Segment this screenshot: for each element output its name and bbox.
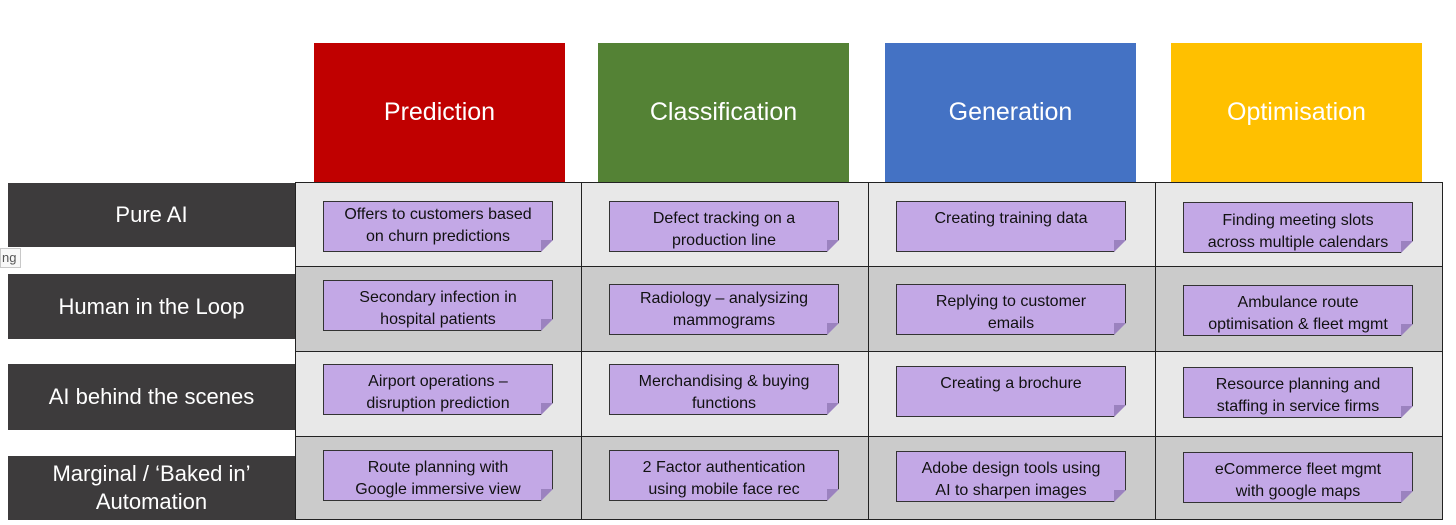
note-line: optimisation & fleet mgmt (1208, 316, 1388, 333)
note-fold (541, 403, 553, 415)
note-line: staffing in service firms (1216, 398, 1380, 415)
row-header-human-in-the-loop: Human in the Loop (8, 274, 295, 339)
note-line: Finding meeting slots (1222, 212, 1374, 229)
note-line: with google maps (1235, 483, 1361, 500)
note-line: Creating training data (934, 210, 1088, 227)
use-case-note: Offers to customers based on churn predi… (323, 201, 553, 252)
note-line: disruption prediction (366, 395, 510, 412)
use-case-note: Creating a brochure (896, 366, 1126, 417)
note-line: using mobile face rec (648, 481, 800, 498)
note-line: Creating a brochure (940, 375, 1082, 392)
note-line: eCommerce fleet mgmt (1214, 461, 1382, 478)
note-fold (827, 240, 839, 252)
column-header-optimisation: Optimisation (1171, 43, 1422, 182)
note-line: on churn predictions (365, 228, 511, 245)
note-fold (827, 403, 839, 415)
grid-cell: Secondary infection in hospital patients (296, 267, 582, 352)
row-header-label-line2: Automation (95, 489, 208, 514)
note-line: production line (671, 232, 777, 249)
note-fold (1401, 491, 1413, 503)
grid-cell: Creating training data (869, 183, 1156, 267)
grid-cell: Finding meeting slots across multiple ca… (1156, 183, 1442, 267)
grid-cell: Resource planning and staffing in servic… (1156, 352, 1442, 437)
note-line: Airport operations – (368, 373, 508, 390)
note-line: Google immersive view (355, 481, 521, 498)
note-fold (1401, 324, 1413, 336)
use-case-note: Airport operations – disruption predicti… (323, 364, 553, 415)
row-header-label: AI behind the scenes (48, 384, 255, 409)
use-case-note: Finding meeting slots across multiple ca… (1183, 202, 1413, 253)
note-line: Adobe design tools using (921, 460, 1101, 477)
use-case-note: Radiology – analysizing mammograms (609, 284, 839, 335)
note-line: Secondary infection in (359, 289, 517, 306)
note-fold (541, 240, 553, 252)
column-header-label: Optimisation (1227, 98, 1366, 126)
use-case-note: Replying to customer emails (896, 284, 1126, 335)
note-fold (827, 323, 839, 335)
note-line: emails (987, 315, 1035, 332)
use-case-note: Defect tracking on a production line (609, 201, 839, 252)
use-case-note: Secondary infection in hospital patients (323, 280, 553, 331)
note-line: Radiology – analysizing (639, 290, 809, 307)
column-header-label: Generation (948, 98, 1073, 126)
row-header-ai-behind-the-scenes: AI behind the scenes (8, 364, 295, 430)
note-line: mammograms (672, 312, 776, 329)
column-header-generation: Generation (885, 43, 1136, 182)
note-line: Ambulance route (1237, 294, 1359, 311)
grid-cell: Offers to customers based on churn predi… (296, 183, 582, 267)
note-fold (827, 489, 839, 501)
column-header-label: Prediction (383, 98, 496, 126)
note-line: Merchandising & buying (638, 373, 810, 390)
grid-cell: Route planning with Google immersive vie… (296, 437, 582, 519)
note-line: hospital patients (380, 311, 496, 328)
use-case-note: Resource planning and staffing in servic… (1183, 367, 1413, 418)
grid-cell: Airport operations – disruption predicti… (296, 352, 582, 437)
note-line: AI to sharpen images (935, 482, 1087, 499)
use-case-note: Creating training data (896, 201, 1126, 252)
note-fold (1401, 241, 1413, 253)
grid-cell: Merchandising & buying functions (582, 352, 869, 437)
grid-cell: 2 Factor authentication using mobile fac… (582, 437, 869, 519)
note-fold (1401, 406, 1413, 418)
row-header-label: Pure AI (115, 202, 188, 227)
note-line: Defect tracking on a (652, 210, 796, 227)
note-line: 2 Factor authentication (642, 459, 806, 476)
note-line: Resource planning and (1215, 376, 1381, 393)
use-case-grid: Offers to customers based on churn predi… (295, 182, 1443, 520)
note-line: across multiple calendars (1207, 234, 1389, 251)
note-line: Offers to customers based (344, 206, 532, 223)
use-case-note: Adobe design tools using AI to sharpen i… (896, 451, 1126, 502)
row-header-label: Human in the Loop (58, 293, 245, 319)
column-header-classification: Classification (598, 43, 849, 182)
grid-cell: Radiology – analysizing mammograms (582, 267, 869, 352)
note-line: Route planning with (367, 459, 509, 476)
note-fold (541, 319, 553, 331)
grid-cell: Creating a brochure (869, 352, 1156, 437)
note-fold (1114, 490, 1126, 502)
note-fold (1114, 323, 1126, 335)
grid-cell: Replying to customer emails (869, 267, 1156, 352)
note-fold (541, 489, 553, 501)
column-header-prediction: Prediction (314, 43, 565, 182)
column-header-label: Classification (649, 98, 798, 126)
grid-cell: Defect tracking on a production line (582, 183, 869, 267)
row-header-marginal-automation: Marginal / ‘Baked in’ Automation (8, 456, 295, 520)
note-line: Replying to customer (935, 293, 1087, 310)
grid-cell: eCommerce fleet mgmt with google maps (1156, 437, 1442, 519)
note-line: functions (691, 395, 757, 412)
note-fold (1114, 405, 1126, 417)
grid-cell: Adobe design tools using AI to sharpen i… (869, 437, 1156, 519)
side-tab-label: ng (2, 250, 17, 265)
note-fold (1114, 240, 1126, 252)
use-case-note: Ambulance route optimisation & fleet mgm… (1183, 285, 1413, 336)
row-header-label-line1: Marginal / ‘Baked in’ (52, 461, 251, 486)
row-header-pure-ai: Pure AI (8, 183, 295, 247)
side-tab[interactable]: ng (0, 248, 21, 268)
use-case-note: eCommerce fleet mgmt with google maps (1183, 452, 1413, 503)
use-case-note: Merchandising & buying functions (609, 364, 839, 415)
grid-cell: Ambulance route optimisation & fleet mgm… (1156, 267, 1442, 352)
use-case-note: 2 Factor authentication using mobile fac… (609, 450, 839, 501)
use-case-note: Route planning with Google immersive vie… (323, 450, 553, 501)
